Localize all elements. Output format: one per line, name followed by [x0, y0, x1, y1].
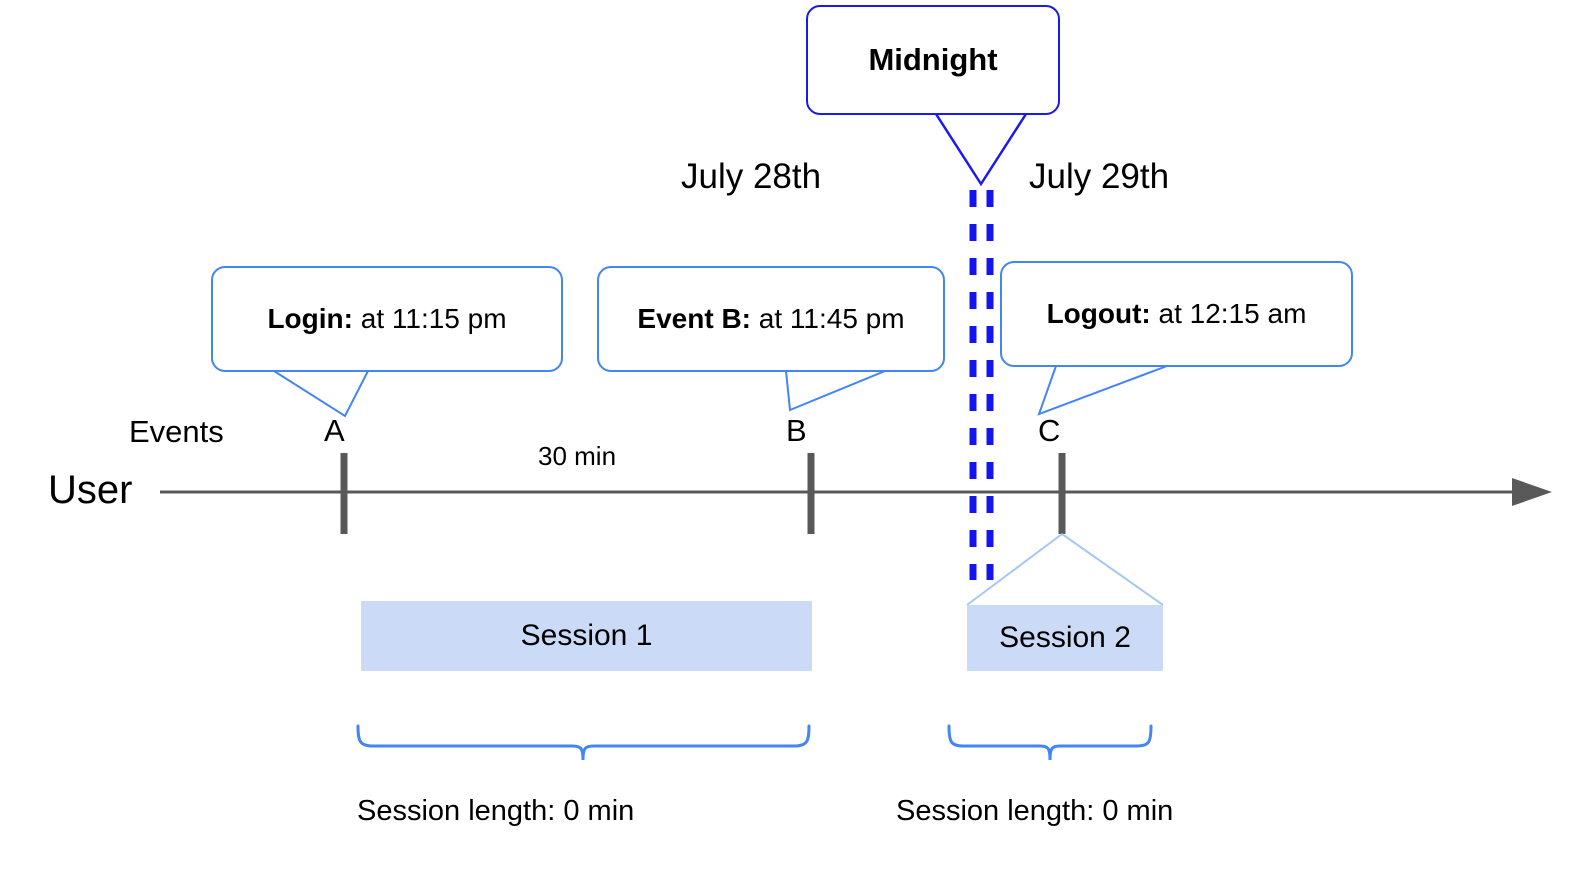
date-label-right: July 29th — [1029, 157, 1170, 196]
midnight-callout-tail — [934, 113, 1028, 187]
session-2-bar[interactable]: Session 2 — [967, 605, 1163, 671]
logout-callout-tail — [1037, 365, 1168, 416]
logout-callout-time: at 12:15 am — [1150, 298, 1307, 329]
event-label-A: A — [324, 413, 345, 448]
eventb-callout-tail — [785, 370, 886, 412]
session2-brace — [947, 724, 1153, 761]
timeline-axis — [160, 478, 1552, 506]
events-row-label: Events — [129, 414, 224, 449]
logout-callout-title: Logout: — [1046, 298, 1151, 329]
session-1-bar[interactable]: Session 1 — [361, 601, 812, 671]
session1-brace — [356, 724, 811, 761]
midnight-dashed-lines — [969, 190, 994, 580]
login-callout[interactable]: Login: at 11:15 pm — [211, 266, 563, 372]
session-2-length-label: Session length: 0 min — [896, 795, 1174, 827]
session-1-label: Session 1 — [520, 619, 653, 652]
eventb-callout-time: at 11:45 pm — [751, 303, 905, 334]
logout-callout[interactable]: Logout: at 12:15 am — [1000, 261, 1353, 367]
event-label-B: B — [786, 413, 807, 448]
midnight-callout[interactable]: Midnight — [806, 5, 1060, 115]
user-row-label: User — [48, 468, 133, 512]
login-callout-title: Login: — [267, 303, 353, 334]
eventb-callout-title: Event B: — [637, 303, 751, 334]
midnight-callout-label: Midnight — [868, 42, 998, 77]
gap-duration-label: 30 min — [538, 441, 617, 471]
session-1-length-label: Session length: 0 min — [357, 795, 635, 827]
session2-leader-lines — [966, 533, 1164, 606]
date-label-left: July 28th — [681, 157, 822, 196]
login-callout-tail — [273, 370, 369, 418]
login-callout-time: at 11:15 pm — [352, 303, 507, 334]
event-label-C: C — [1038, 413, 1061, 448]
session-2-label: Session 2 — [999, 621, 1131, 654]
eventb-callout[interactable]: Event B: at 11:45 pm — [597, 266, 945, 372]
